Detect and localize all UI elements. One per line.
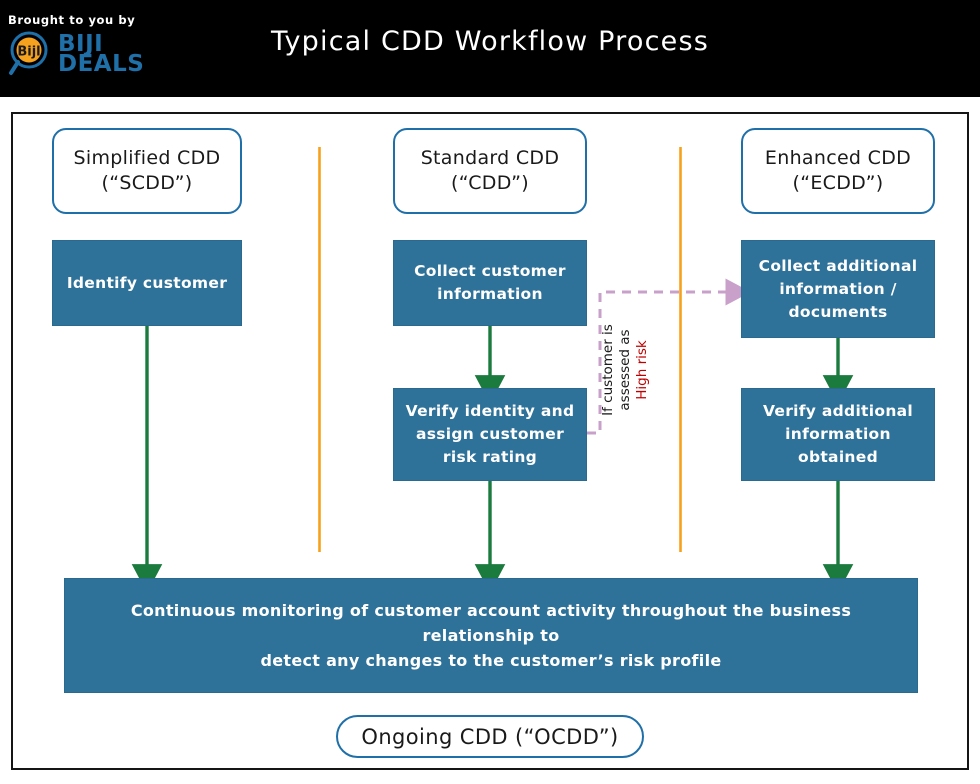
lane-header-cdd-line1: Standard CDD xyxy=(420,147,560,169)
step-identify-customer-label: Identify customer xyxy=(66,273,228,292)
conditional-dashed-arrow xyxy=(587,278,751,435)
step-collect-customer-information[interactable]: Collect customer information xyxy=(393,240,587,326)
step-collect-additional-information-line3: documents xyxy=(788,302,888,321)
brand-word-line2: DEALS xyxy=(58,51,145,77)
header-bar xyxy=(0,0,980,97)
step-collect-customer-information-line1: Collect customer xyxy=(414,262,566,280)
magnifier-logo-icon: Bijl xyxy=(8,31,54,77)
step-verify-identity-risk-rating-line1: Verify identity and xyxy=(405,402,575,420)
step-collect-customer-information-line2: information xyxy=(437,285,543,303)
step-identify-customer[interactable]: Identify customer xyxy=(52,240,242,326)
conditional-risk-label-line1: If customer is xyxy=(600,324,616,416)
lane-header-ecdd: Enhanced CDD (“ECDD”) xyxy=(741,128,935,214)
brand-wordmark: BIJI DEALS xyxy=(58,30,145,77)
conditional-risk-label-highlight: High risk xyxy=(634,340,650,400)
lane-header-scdd: Simplified CDD (“SCDD”) xyxy=(52,128,242,214)
brand-block: Brought to you by Bijl BIJI DEALS xyxy=(8,14,188,90)
step-collect-additional-information-line2: information / xyxy=(779,279,897,298)
svg-text:Bijl: Bijl xyxy=(17,45,40,60)
conditional-risk-label-line2: assessed as xyxy=(617,329,633,411)
monitoring-bar-line2: detect any changes to the customer’s ris… xyxy=(260,651,722,670)
lane-header-ecdd-line2: (“ECDD”) xyxy=(792,172,884,194)
lane-header-ecdd-line1: Enhanced CDD xyxy=(764,147,912,169)
brand-tagline: Brought to you by xyxy=(8,13,136,27)
step-verify-identity-risk-rating-line2: assign customer xyxy=(415,425,565,443)
monitoring-bar[interactable]: Continuous monitoring of customer accoun… xyxy=(64,578,918,693)
conditional-risk-label: If customer is assessed as High risk xyxy=(600,300,651,440)
step-verify-additional-information-line3: obtained xyxy=(798,448,878,466)
lane-header-scdd-line2: (“SCDD”) xyxy=(101,172,193,194)
step-verify-additional-information-line2: information xyxy=(785,425,891,443)
step-verify-additional-information-line1: Verify additional xyxy=(762,402,914,420)
monitoring-bar-line1: Continuous monitoring of customer accoun… xyxy=(130,601,852,645)
lane-header-cdd: Standard CDD (“CDD”) xyxy=(393,128,587,214)
footer-pill-label: Ongoing CDD (“OCDD”) xyxy=(361,724,619,749)
step-collect-additional-information[interactable]: Collect additional information / documen… xyxy=(741,240,935,338)
step-verify-identity-risk-rating-line3: risk rating xyxy=(442,448,538,466)
page-title: Typical CDD Workflow Process xyxy=(271,26,709,57)
step-verify-identity-risk-rating[interactable]: Verify identity and assign customer risk… xyxy=(393,388,587,481)
step-collect-additional-information-line1: Collect additional xyxy=(758,256,918,275)
brand-word-line1: BIJI xyxy=(58,30,104,57)
brand-logo-row: Bijl BIJI DEALS xyxy=(8,31,188,77)
lane-header-cdd-line2: (“CDD”) xyxy=(451,172,529,194)
lane-header-scdd-line1: Simplified CDD xyxy=(73,147,221,169)
footer-pill-ongoing-cdd: Ongoing CDD (“OCDD”) xyxy=(336,715,644,758)
step-verify-additional-information[interactable]: Verify additional information obtained xyxy=(741,388,935,481)
